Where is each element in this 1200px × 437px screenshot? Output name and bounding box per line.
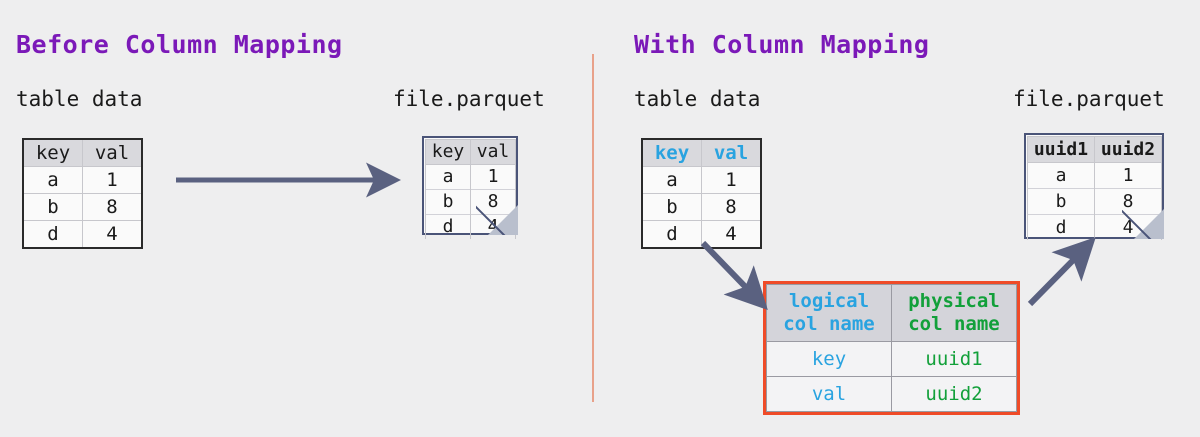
- physical-header-line1: physical: [908, 290, 1000, 312]
- caption-left-table-data: table data: [16, 87, 143, 111]
- caption-left-file-parquet: file.parquet: [393, 87, 545, 111]
- cell: d: [641, 220, 702, 249]
- table-row: a 1: [425, 164, 516, 190]
- cell: 4: [82, 220, 143, 249]
- table-header-row: key val: [641, 138, 762, 167]
- left-parquet-table: key val a 1 b 8 d 4: [425, 139, 516, 239]
- page-fold-corner-icon: [1134, 209, 1164, 239]
- table-row: a 1: [641, 166, 762, 194]
- left-table-data: key val a 1 b 8 d 4: [22, 138, 143, 249]
- table-row: d 4: [641, 220, 762, 249]
- table-row: b 8: [641, 193, 762, 221]
- column-header: key: [641, 138, 702, 167]
- logical-header-line1: logical: [788, 290, 870, 312]
- cell: 1: [82, 166, 143, 194]
- table-row: a 1: [1027, 162, 1162, 189]
- cell: d: [425, 214, 471, 239]
- arrow-mapping-to-right-parquet: [1027, 237, 1096, 307]
- panel-title-with: With Column Mapping: [634, 30, 930, 59]
- column-header: val: [470, 139, 516, 165]
- table-header-row: uuid1 uuid2: [1027, 136, 1162, 163]
- cell: b: [641, 193, 702, 221]
- cell: a: [641, 166, 702, 194]
- column-header: key: [425, 139, 471, 165]
- cell-logical: key: [766, 341, 892, 377]
- logical-header-line2: col name: [783, 313, 875, 335]
- column-header: val: [82, 138, 143, 167]
- column-header: uuid1: [1027, 136, 1095, 163]
- cell-physical: uuid2: [891, 376, 1017, 412]
- column-header: val: [701, 138, 762, 167]
- right-parquet-file-card: uuid1 uuid2 a 1 b 8 d 4: [1024, 133, 1164, 240]
- caption-right-file-parquet: file.parquet: [1013, 87, 1165, 111]
- cell: 1: [1094, 162, 1162, 189]
- table-header-row: key val: [22, 138, 143, 167]
- cell: 1: [470, 164, 516, 190]
- cell: b: [425, 189, 471, 215]
- column-mapping-table: logical col name physical col name key u…: [763, 281, 1020, 415]
- cell: a: [425, 164, 471, 190]
- table-header-row: key val: [425, 139, 516, 165]
- cell: b: [1027, 188, 1095, 215]
- column-header: key: [22, 138, 83, 167]
- arrow-right-table-to-mapping: [700, 240, 768, 311]
- column-header-logical: logical col name: [766, 284, 892, 342]
- mapping-grid: logical col name physical col name key u…: [766, 284, 1017, 412]
- cell: a: [1027, 162, 1095, 189]
- left-parquet-file-card: key val a 1 b 8 d 4: [422, 136, 518, 239]
- cell: d: [22, 220, 83, 249]
- table-row: b 8: [22, 193, 143, 221]
- panel-divider: [592, 54, 594, 402]
- cell: a: [22, 166, 83, 194]
- cell: d: [1027, 214, 1095, 240]
- cell: 8: [701, 193, 762, 221]
- cell-logical: val: [766, 376, 892, 412]
- cell: 1: [701, 166, 762, 194]
- panel-title-before: Before Column Mapping: [16, 30, 343, 59]
- table-header-row: logical col name physical col name: [766, 284, 1017, 342]
- caption-right-table-data: table data: [634, 87, 761, 111]
- table-row: key uuid1: [766, 341, 1017, 377]
- physical-header-line2: col name: [908, 313, 1000, 335]
- cell: 4: [701, 220, 762, 249]
- table-row: a 1: [22, 166, 143, 194]
- table-row: val uuid2: [766, 376, 1017, 412]
- cell-physical: uuid1: [891, 341, 1017, 377]
- table-row: b 8: [1027, 188, 1162, 215]
- column-header-physical: physical col name: [891, 284, 1017, 342]
- table-row: d 4: [22, 220, 143, 249]
- cell: b: [22, 193, 83, 221]
- column-header: uuid2: [1094, 136, 1162, 163]
- cell: 8: [82, 193, 143, 221]
- right-table-data: key val a 1 b 8 d 4: [641, 138, 762, 249]
- page-fold-corner-icon: [488, 205, 518, 235]
